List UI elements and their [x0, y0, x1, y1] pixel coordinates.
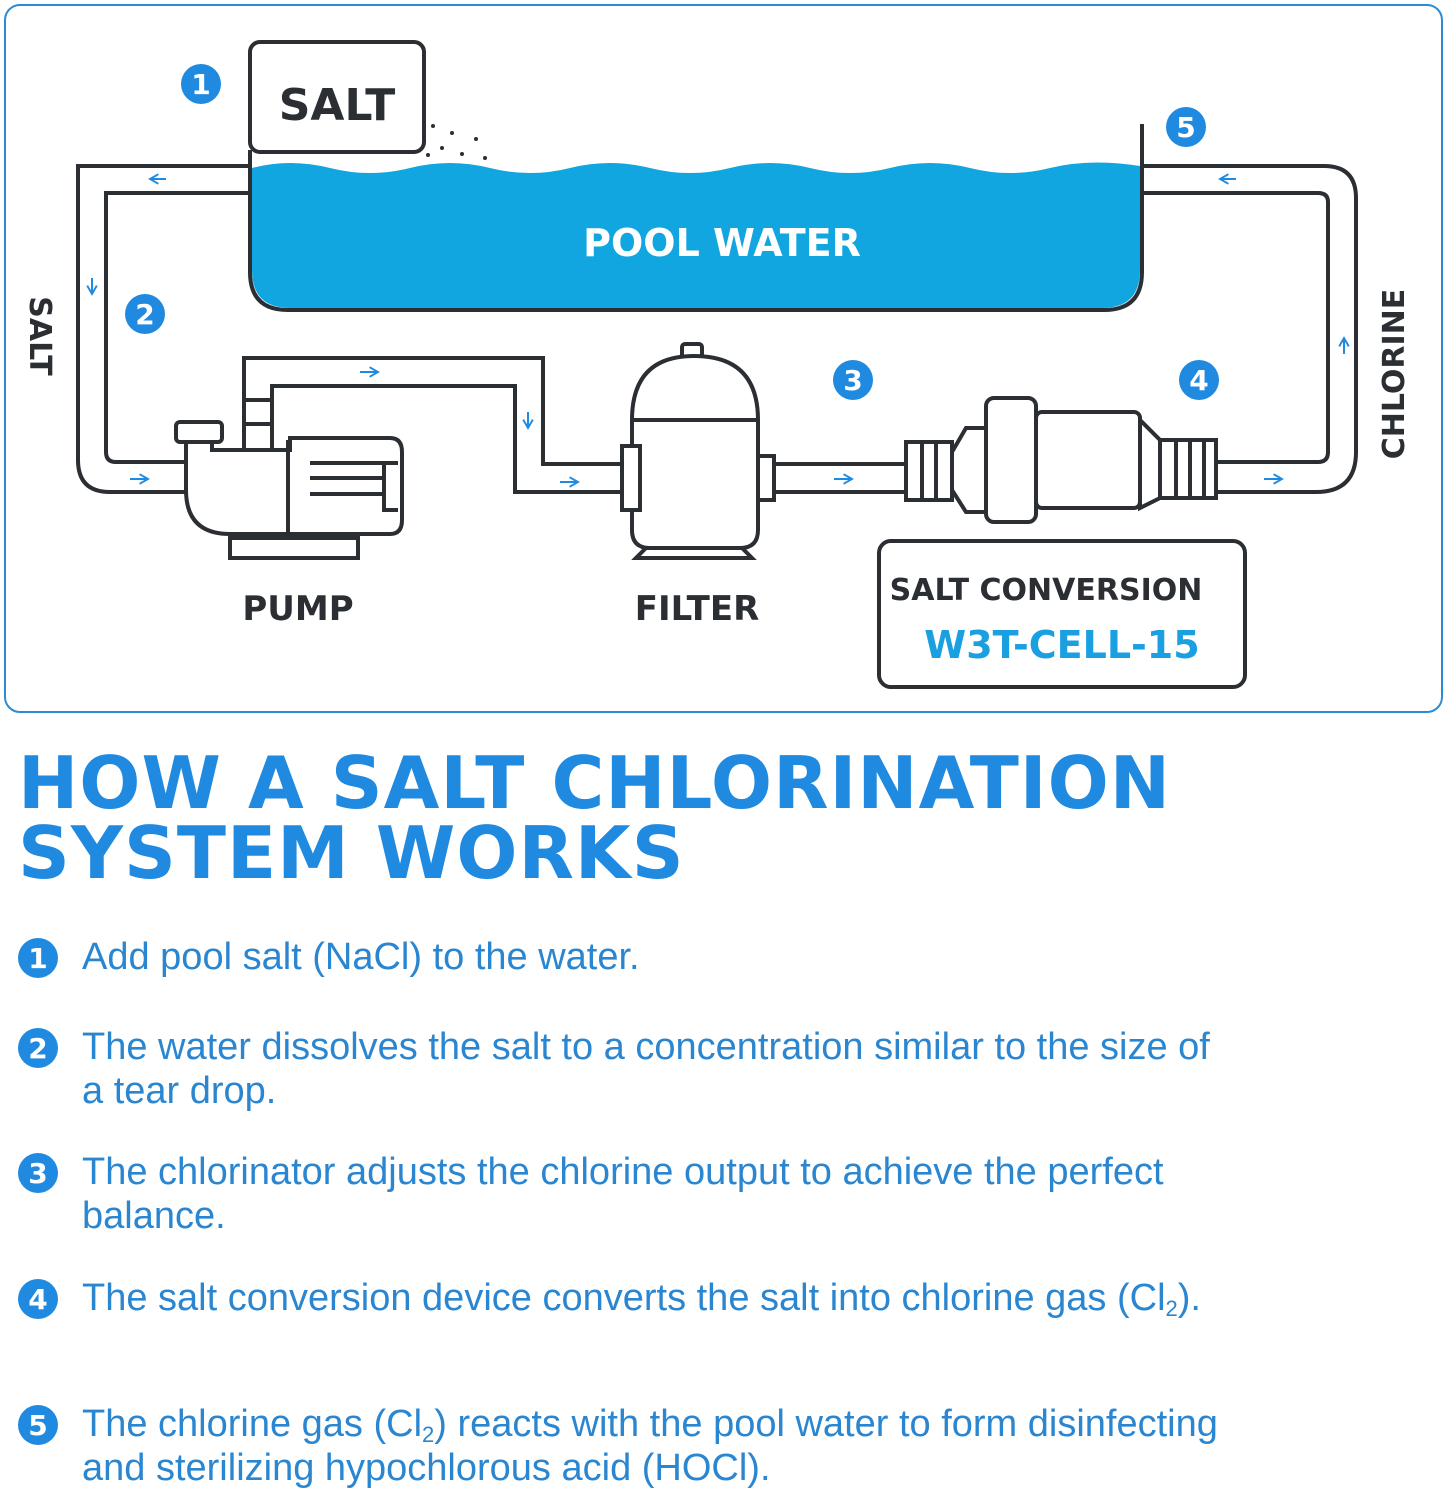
svg-text:1: 1 [191, 68, 210, 101]
flow-arrows [86, 173, 1350, 488]
marker-2: 2 [125, 294, 165, 334]
marker-5: 5 [1166, 107, 1206, 147]
salt-grains-icon [426, 124, 487, 160]
svg-text:2: 2 [135, 298, 154, 331]
step-text: Add pool salt (NaCl) to the water. [82, 936, 640, 978]
right-pipe [1142, 164, 1358, 494]
salt-cell-icon [904, 396, 1218, 524]
step-item: 4 The salt conversion device converts th… [18, 1276, 1232, 1320]
step-item: 3 The chlorinator adjusts the chlorine o… [18, 1150, 1232, 1238]
filter-label: FILTER [635, 589, 760, 629]
marker-3: 3 [833, 360, 873, 400]
step-item: 2 The water dissolves the salt to a conc… [18, 1025, 1232, 1113]
title-line-1: HOW A SALT CHLORINATION [18, 741, 1172, 825]
salt-box: SALT [248, 40, 487, 160]
step-number-badge: 3 [18, 1153, 58, 1193]
salt-chlorination-diagram: POOL WATER SALT SALT PUMP [22, 40, 1412, 689]
svg-text:4: 4 [1189, 364, 1208, 397]
pump-filter-pipe [242, 356, 622, 494]
svg-text:3: 3 [843, 364, 862, 397]
pool: POOL WATER [248, 124, 1144, 312]
filter-icon [620, 342, 776, 560]
step-text: The chlorinator adjusts the chlorine out… [82, 1151, 1164, 1237]
step-number-badge: 2 [18, 1028, 58, 1068]
salt-conversion-box: SALT CONVERSION W3T-CELL-15 [877, 539, 1247, 689]
left-pipe [76, 164, 250, 494]
salt-conversion-title: SALT CONVERSION [890, 573, 1203, 608]
filter-cell-pipe [774, 462, 906, 494]
pump-label: PUMP [242, 589, 353, 629]
step-text: The water dissolves the salt to a concen… [82, 1026, 1210, 1112]
step-markers: 1 2 3 4 5 [125, 64, 1219, 400]
step-text: The chlorine gas (Cl2) reacts with the p… [82, 1403, 1218, 1489]
salt-box-label: SALT [279, 80, 396, 131]
step-number-badge: 4 [18, 1279, 58, 1319]
left-pipe-label: SALT [22, 296, 57, 376]
step-item: 1 Add pool salt (NaCl) to the water. [18, 935, 1232, 979]
step-number-badge: 5 [18, 1405, 58, 1445]
page-title: HOW A SALT CHLORINATION SYSTEM WORKS [18, 741, 1172, 895]
svg-text:5: 5 [1176, 111, 1195, 144]
step-number-badge: 1 [18, 938, 58, 978]
marker-1: 1 [181, 64, 221, 104]
pump-icon [174, 398, 404, 560]
step-text: The salt conversion device converts the … [82, 1277, 1201, 1321]
right-pipe-label: CHLORINE [1377, 289, 1412, 460]
title-line-2: SYSTEM WORKS [18, 811, 685, 895]
step-item: 5 The chlorine gas (Cl2) reacts with the… [18, 1402, 1232, 1490]
marker-4: 4 [1179, 360, 1219, 400]
cell-model-number: W3T-CELL-15 [924, 623, 1199, 667]
pool-label: POOL WATER [583, 221, 861, 265]
